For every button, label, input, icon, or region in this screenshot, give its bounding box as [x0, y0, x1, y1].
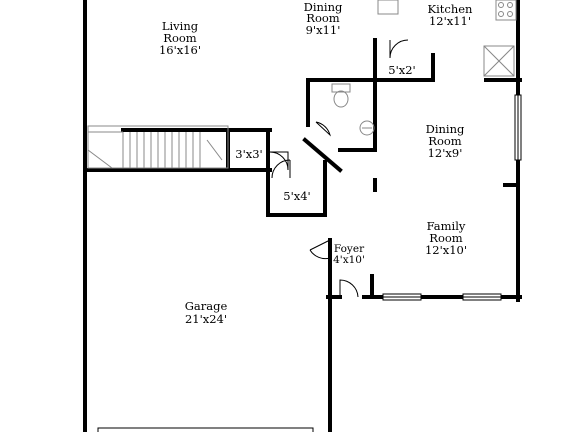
- windows: [97, 94, 522, 432]
- dining-top-size: 9'x11': [306, 23, 341, 37]
- door-entry: [339, 279, 359, 298]
- closet-5x2-size: 5'x2': [388, 63, 415, 77]
- living-room-size: 16'x16': [159, 43, 201, 57]
- refrigerator-fixture: [483, 45, 515, 77]
- family-room-name-line1: Family: [427, 219, 466, 233]
- closet-5x4-size: 5'x4': [283, 189, 310, 203]
- sink-fixture: [359, 120, 375, 136]
- dining-room-name-line2: Room: [428, 134, 462, 148]
- walls: [83, 0, 522, 432]
- dining-room-name-line1: Dining: [426, 122, 465, 136]
- living-room-name-line2: Room: [163, 31, 197, 45]
- garage-size: 21'x24': [185, 312, 227, 326]
- door-closet-5x2: [389, 39, 409, 59]
- door-closet-3x3: [269, 151, 289, 171]
- kitchen-size: 12'x11': [429, 14, 471, 28]
- doors: [269, 39, 409, 298]
- toilet-tank: [331, 83, 351, 93]
- dining-room-size: 12'x9': [428, 146, 463, 160]
- toilet-bowl: [333, 90, 349, 108]
- closet-3x3-size: 3'x3': [235, 147, 262, 161]
- family-room-name-line2: Room: [429, 231, 463, 245]
- dining-top-name-line1: Dining: [304, 0, 343, 14]
- cooktop-fixture: [495, 0, 517, 21]
- door-foyer: [309, 239, 331, 260]
- door-powder-room: [315, 121, 331, 137]
- range-fixture: [377, 0, 399, 15]
- stairs: [87, 125, 229, 169]
- foyer-size: 4'x10': [333, 254, 365, 266]
- foyer-name: Foyer: [334, 243, 365, 255]
- garage-door: [97, 427, 314, 432]
- dining-top-name-line2: Room: [306, 11, 340, 25]
- fixtures: [331, 0, 517, 136]
- kitchen-name: Kitchen: [428, 2, 474, 16]
- living-room-name-line1: Living: [162, 19, 199, 33]
- family-room-size: 12'x10': [425, 243, 467, 257]
- door-closet-5x4: [271, 159, 291, 179]
- garage-name: Garage: [185, 299, 228, 313]
- room-labels: Living Room 16'x16' Dining Room 9'x11' K…: [159, 0, 473, 326]
